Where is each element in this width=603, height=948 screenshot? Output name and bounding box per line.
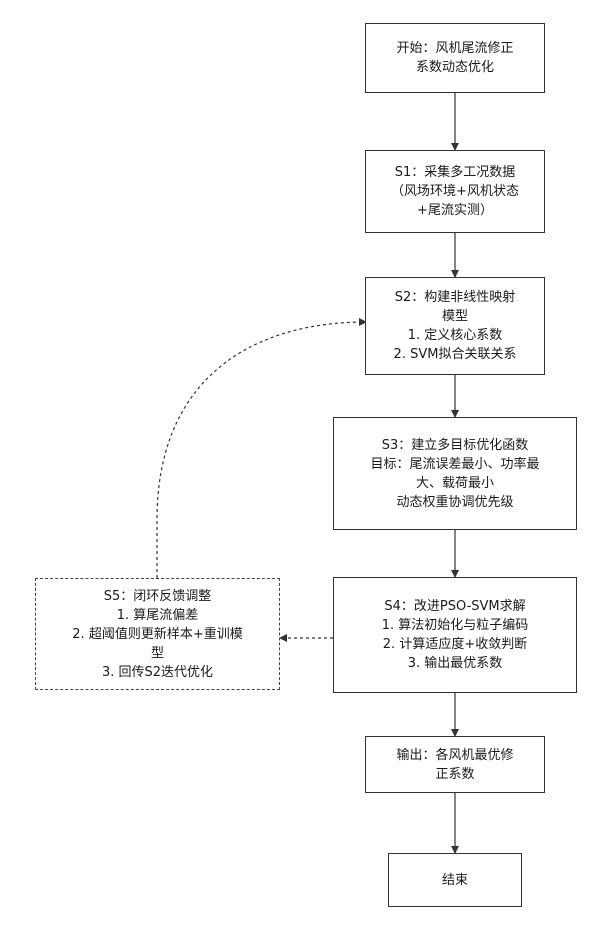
node-s1-line-3: +尾流实测） bbox=[417, 201, 493, 220]
node-s2-line-3: 1. 定义核心系数 bbox=[408, 326, 503, 345]
node-s2-line-1: S2：构建非线性映射 bbox=[395, 288, 516, 307]
node-end: 结束 bbox=[388, 853, 522, 907]
node-s3-line-1: S3：建立多目标优化函数 bbox=[382, 436, 529, 455]
node-s1-line-2: （风场环境+风机状态 bbox=[391, 182, 519, 201]
node-s2-line-2: 模型 bbox=[442, 307, 468, 326]
node-output: 输出：各风机最优修 正系数 bbox=[365, 736, 545, 793]
node-s4-line-4: 3. 输出最优系数 bbox=[408, 654, 503, 673]
node-s5: S5：闭环反馈调整 1. 算尾流偏差 2. 超阈值则更新样本+重训模 型 3. … bbox=[35, 578, 280, 690]
node-s3-line-2: 目标：尾流误差最小、功率最 bbox=[370, 455, 539, 474]
node-s5-line-2: 1. 算尾流偏差 bbox=[117, 606, 199, 625]
node-s1-line-1: S1：采集多工况数据 bbox=[395, 163, 516, 182]
node-s3-line-3: 大、载荷最小 bbox=[416, 474, 494, 493]
node-start-line-1: 开始：风机尾流修正 bbox=[396, 39, 513, 58]
node-s5-line-4: 型 bbox=[151, 644, 164, 663]
node-s5-line-5: 3. 回传S2迭代优化 bbox=[102, 663, 213, 682]
node-end-label: 结束 bbox=[442, 871, 468, 890]
node-s2-line-4: 2. SVM拟合关联关系 bbox=[394, 345, 517, 364]
node-s2: S2：构建非线性映射 模型 1. 定义核心系数 2. SVM拟合关联关系 bbox=[365, 277, 545, 375]
node-s4: S4：改进PSO-SVM求解 1. 算法初始化与粒子编码 2. 计算适应度+收敛… bbox=[333, 577, 577, 693]
node-output-line-2: 正系数 bbox=[435, 765, 474, 784]
node-start-line-2: 系数动态优化 bbox=[416, 58, 494, 77]
node-s4-line-1: S4：改进PSO-SVM求解 bbox=[384, 597, 525, 616]
node-s3: S3：建立多目标优化函数 目标：尾流误差最小、功率最 大、载荷最小 动态权重协调… bbox=[333, 417, 577, 530]
node-start: 开始：风机尾流修正 系数动态优化 bbox=[365, 23, 545, 93]
node-s3-line-4: 动态权重协调优先级 bbox=[396, 493, 513, 512]
node-s4-line-3: 2. 计算适应度+收敛判断 bbox=[383, 635, 527, 654]
node-s5-line-1: S5：闭环反馈调整 bbox=[104, 587, 212, 606]
node-output-line-1: 输出：各风机最优修 bbox=[396, 746, 513, 765]
node-s5-line-3: 2. 超阈值则更新样本+重训模 bbox=[72, 625, 242, 644]
node-s4-line-2: 1. 算法初始化与粒子编码 bbox=[382, 616, 529, 635]
node-s1: S1：采集多工况数据 （风场环境+风机状态 +尾流实测） bbox=[365, 150, 545, 233]
